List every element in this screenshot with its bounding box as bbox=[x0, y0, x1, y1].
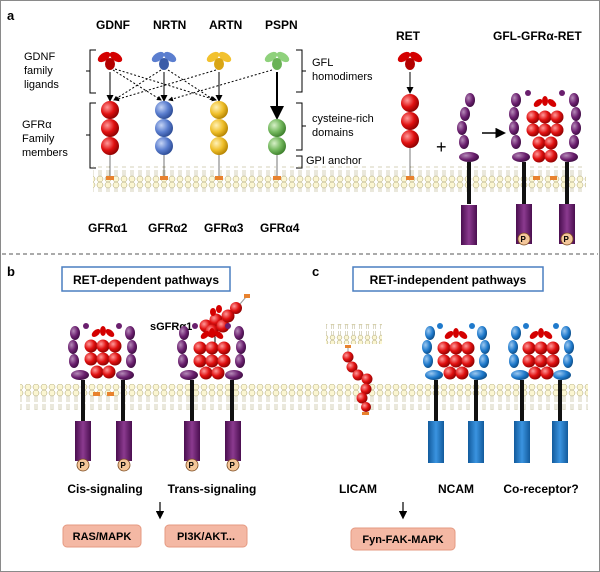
gfl-gfra-ret-complex bbox=[509, 90, 581, 246]
cysteine-bracket bbox=[296, 102, 306, 151]
ret-label: RET bbox=[396, 29, 421, 43]
membrane-a bbox=[93, 166, 586, 192]
cis-signaling-complex bbox=[68, 323, 137, 472]
ncam-complex bbox=[422, 323, 490, 463]
fyn-fak-mapk-box bbox=[350, 527, 456, 551]
panel-c-title-box bbox=[352, 266, 544, 292]
gfra1-receptor bbox=[101, 101, 119, 180]
ligand-group-label-3: ligands bbox=[24, 79, 59, 91]
gdnf-gfra1-unit bbox=[397, 51, 423, 180]
gfra4-receptor bbox=[268, 119, 286, 180]
cis-signaling-label: Cis-signaling bbox=[67, 482, 142, 496]
artn-dimer-icon bbox=[206, 51, 232, 70]
ligand-bracket bbox=[86, 49, 96, 94]
ncam-label: NCAM bbox=[438, 482, 474, 496]
gfra2-label: GFRα2 bbox=[148, 221, 188, 235]
gfra1-label: GFRα1 bbox=[88, 221, 128, 235]
panel-b-letter: b bbox=[7, 264, 15, 279]
receptor-group-label-2: Family bbox=[22, 133, 55, 145]
ligand-nrtn-label: NRTN bbox=[153, 18, 186, 32]
fyn-fak-mapk-label: Fyn-FAK-MAPK bbox=[362, 534, 443, 546]
ras-mapk-box bbox=[62, 524, 142, 548]
gdnf-dimer-icon bbox=[97, 51, 123, 70]
panel-a-letter: a bbox=[7, 8, 15, 23]
pi3k-akt-box bbox=[164, 524, 248, 548]
l1cam-label: LICAM bbox=[339, 482, 377, 496]
phospho-a2: P bbox=[564, 235, 570, 244]
gfra3-receptor bbox=[210, 101, 228, 180]
phospho-b4: P bbox=[230, 461, 236, 470]
trans-signaling-complex bbox=[177, 323, 246, 472]
gfra3-label: GFRα3 bbox=[204, 221, 244, 235]
ligand-artn-label: ARTN bbox=[209, 18, 242, 32]
ligand-pspn-label: PSPN bbox=[265, 18, 298, 32]
ras-mapk-label: RAS/MAPK bbox=[73, 531, 132, 543]
phospho-a1: P bbox=[521, 235, 527, 244]
ligand-gdnf-label: GDNF bbox=[96, 18, 130, 32]
ligand-group-label-2: family bbox=[24, 65, 53, 77]
l1cam-gfra1-chain bbox=[342, 345, 373, 415]
gfra4-label: GFRα4 bbox=[260, 221, 300, 235]
homodimer-bracket bbox=[296, 49, 306, 93]
trans-signaling-label: Trans-signaling bbox=[168, 482, 257, 496]
receptor-group-label-3: members bbox=[22, 147, 68, 159]
panel-b-title-box bbox=[61, 266, 231, 292]
coreceptor-complex bbox=[508, 323, 574, 463]
phospho-b1: P bbox=[80, 461, 86, 470]
panel-c-title: RET-independent pathways bbox=[370, 273, 527, 287]
membrane-bc bbox=[20, 384, 588, 410]
receptor-group-label-1: GFRα bbox=[22, 119, 52, 131]
membrane-small bbox=[326, 324, 382, 344]
panel-b-title: RET-dependent pathways bbox=[73, 273, 219, 287]
receptor-bracket bbox=[86, 102, 96, 169]
pi3k-akt-label: PI3K/AKT... bbox=[177, 531, 235, 543]
pspn-dimer-icon bbox=[264, 51, 290, 70]
complex-label: GFL-GFRα-RET bbox=[493, 29, 582, 43]
phospho-b3: P bbox=[189, 461, 195, 470]
ret-receptor bbox=[457, 93, 479, 245]
cysteine-rich-label-1: cysteine-rich bbox=[312, 113, 374, 125]
plus-sign: + bbox=[436, 137, 447, 157]
panel-c-letter: c bbox=[312, 264, 319, 279]
coreceptor-label: Co-receptor? bbox=[503, 482, 578, 496]
gfl-homodimers-label-1: GFL bbox=[312, 57, 333, 69]
phospho-b2: P bbox=[121, 461, 127, 470]
nrtn-dimer-icon bbox=[151, 51, 177, 70]
gpi-anchor-label: GPI anchor bbox=[306, 155, 362, 167]
ligand-group-label-1: GDNF bbox=[24, 51, 55, 63]
cysteine-rich-label-2: domains bbox=[312, 127, 354, 139]
binding-arrows bbox=[106, 68, 284, 120]
gfl-homodimers-label-2: homodimers bbox=[312, 71, 373, 83]
gfra2-receptor bbox=[155, 101, 173, 180]
